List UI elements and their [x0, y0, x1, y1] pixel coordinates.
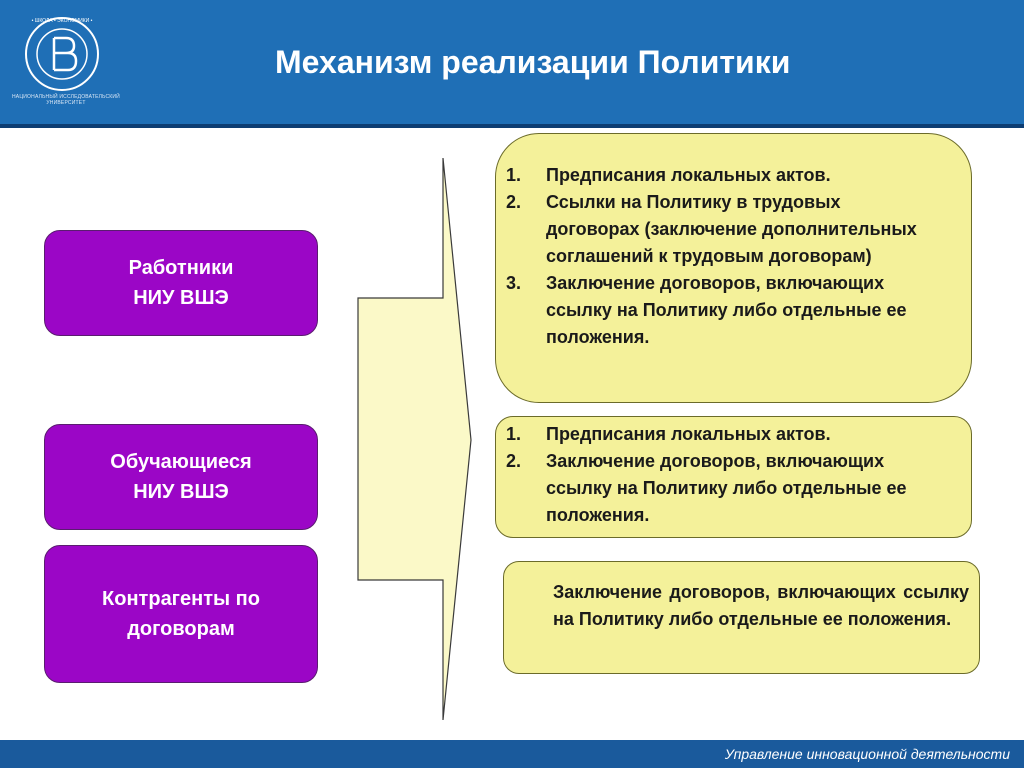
list-text: Ссылки на Политику в трудовых договорах …: [546, 192, 917, 266]
list-number: 2.: [506, 451, 522, 471]
group-contractors: Контрагенты по договорам: [44, 545, 318, 683]
group-employees-line2: НИУ ВШЭ: [133, 287, 229, 309]
measures-list: 1. Предписания локальных актов. 2. Заклю…: [506, 421, 941, 529]
list-text: Предписания локальных актов.: [546, 424, 831, 444]
list-number: 1.: [506, 165, 522, 185]
group-contractors-line2: договорам: [127, 618, 235, 640]
group-students-line1: Обучающиеся: [110, 451, 252, 473]
footer-bar: Управление инновационной деятельности: [0, 740, 1024, 768]
logo-caption: НАЦИОНАЛЬНЫЙ ИССЛЕДОВАТЕЛЬСКИЙ УНИВЕРСИТ…: [12, 94, 120, 106]
group-contractors-line1: Контрагенты по: [102, 588, 260, 610]
header-bar: • ШКОЛА • ЭКОНОМИКИ • НАЦИОНАЛЬНЫЙ ИССЛЕ…: [0, 0, 1024, 128]
card-students-measures: 1. Предписания локальных актов. 2. Заклю…: [495, 416, 972, 538]
group-employees-line1: Работники: [128, 257, 234, 279]
group-students: Обучающиеся НИУ ВШЭ: [44, 424, 318, 530]
list-item: 2. Ссылки на Политику в трудовых договор…: [506, 189, 935, 270]
list-text: Предписания локальных актов.: [546, 165, 831, 185]
card-employees-measures: 1. Предписания локальных актов. 2. Ссылк…: [495, 133, 972, 403]
measures-list: 1. Предписания локальных актов. 2. Ссылк…: [506, 162, 935, 351]
list-number: 2.: [506, 192, 522, 212]
list-item: 3. Заключение договоров, включающих ссыл…: [506, 270, 935, 351]
group-employees: Работники НИУ ВШЭ: [44, 230, 318, 336]
university-logo: • ШКОЛА • ЭКОНОМИКИ •: [25, 17, 99, 91]
list-number: 1.: [506, 424, 522, 444]
group-students-line2: НИУ ВШЭ: [133, 481, 229, 503]
list-item: 1. Предписания локальных актов.: [506, 162, 935, 189]
svg-text:• ШКОЛА • ЭКОНОМИКИ •: • ШКОЛА • ЭКОНОМИКИ •: [32, 18, 93, 24]
card-contractors-measures: Заключение договоров, включающих ссылку …: [503, 561, 980, 674]
list-item: 1. Предписания локальных актов.: [506, 421, 941, 448]
page-title: Механизм реализации Политики: [275, 44, 791, 80]
list-number: 3.: [506, 273, 522, 293]
list-text: Заключение договоров, включающих ссылку …: [546, 451, 907, 525]
list-text: Заключение договоров, включающих ссылку …: [546, 273, 907, 347]
list-item: 2. Заключение договоров, включающих ссыл…: [506, 448, 941, 529]
card-text: Заключение договоров, включающих ссылку …: [553, 582, 969, 629]
footer-text: Управление инновационной деятельности: [724, 746, 1010, 762]
